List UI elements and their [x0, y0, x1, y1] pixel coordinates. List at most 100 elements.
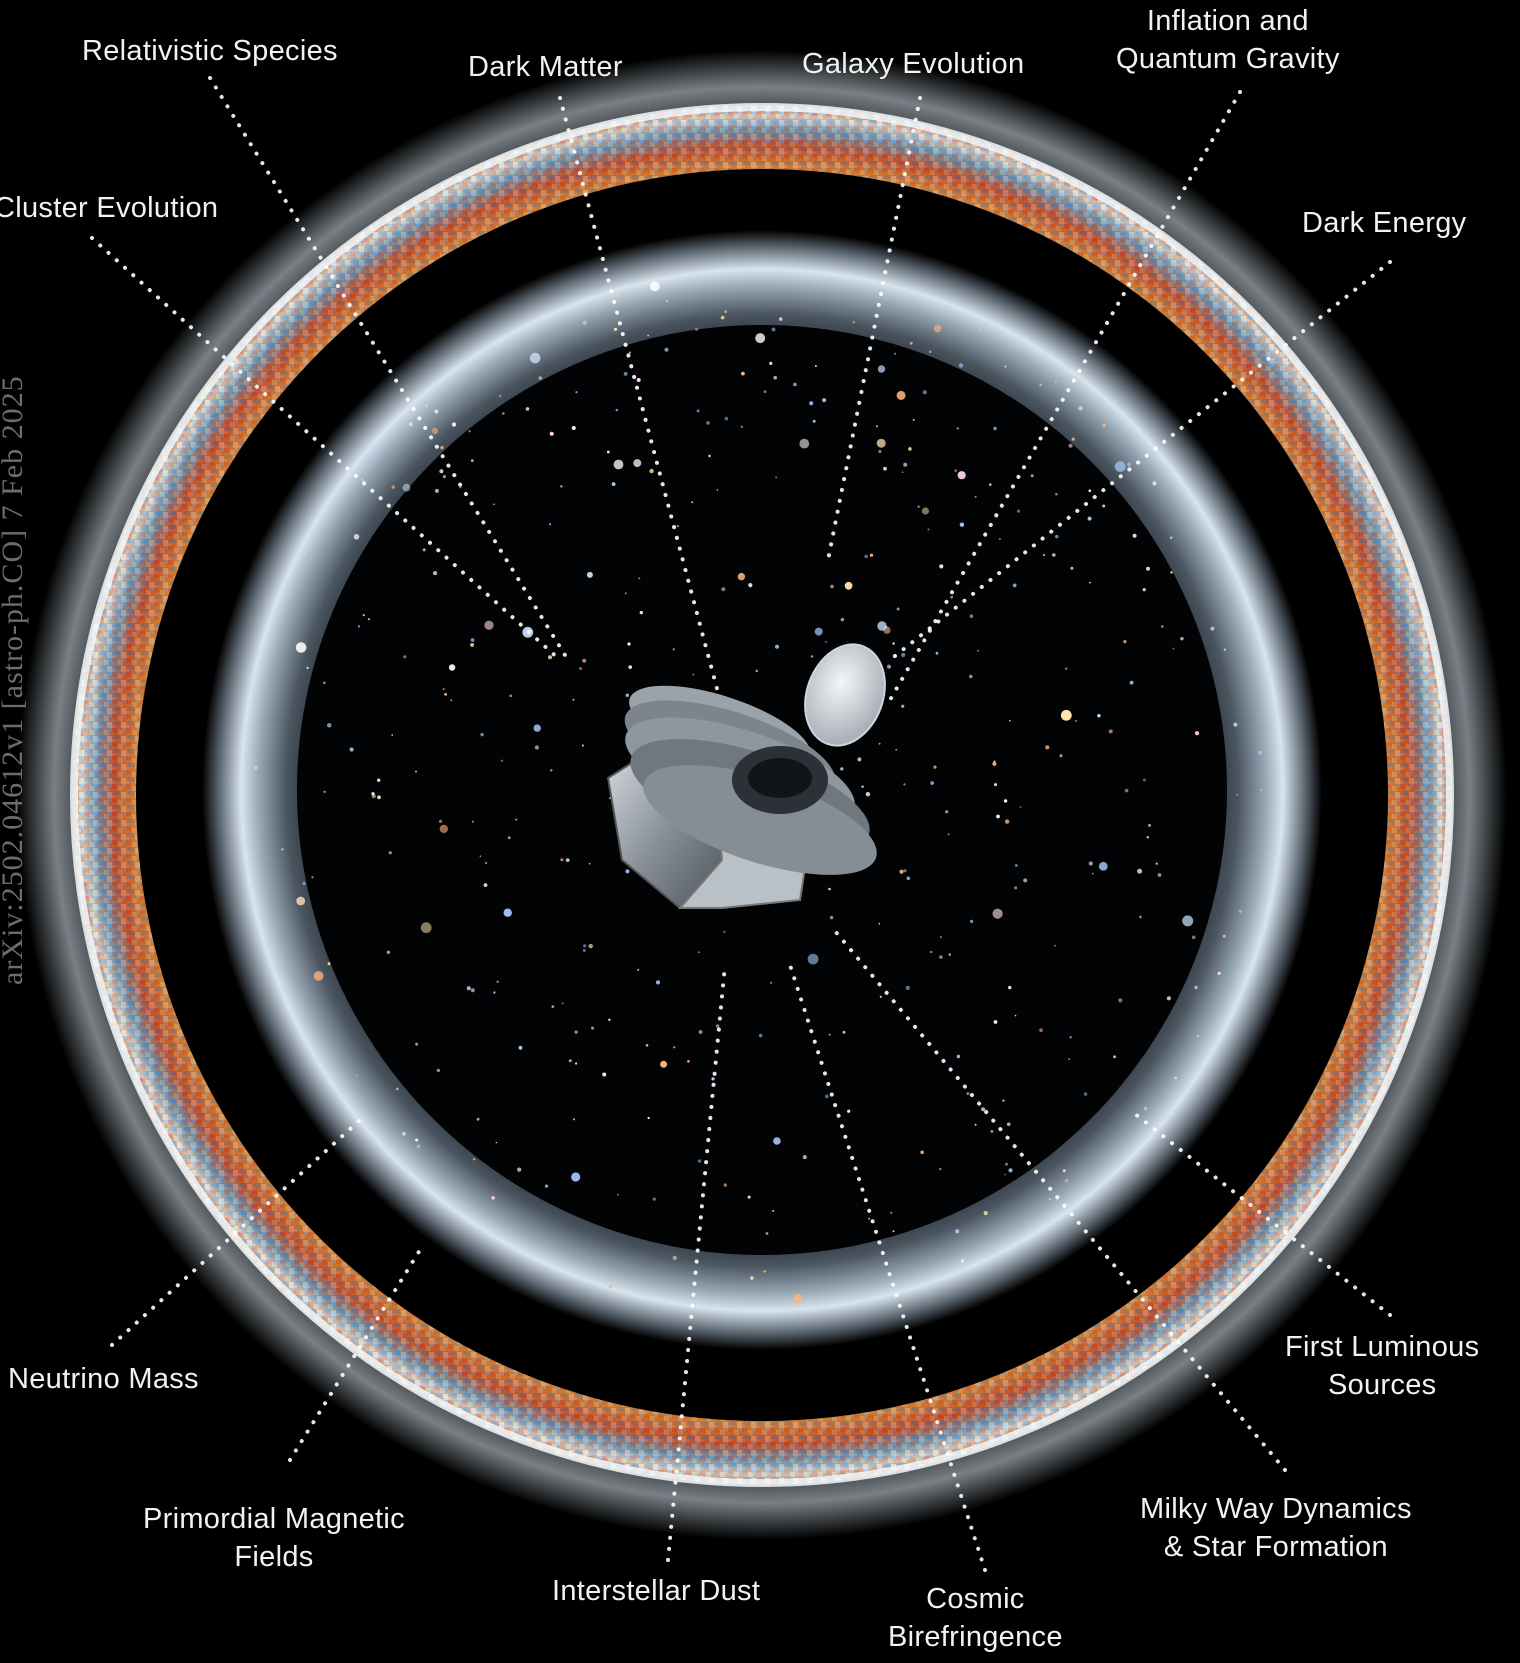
- star: [1005, 1162, 1008, 1166]
- star: [633, 459, 642, 468]
- star: [814, 365, 817, 367]
- star: [548, 655, 552, 660]
- star: [758, 1033, 763, 1038]
- star: [296, 896, 306, 906]
- label-cosmic-birefringence: Cosmic Birefringence: [888, 1580, 1063, 1656]
- star: [769, 361, 773, 365]
- star: [1019, 806, 1022, 808]
- star: [1054, 944, 1056, 947]
- star: [948, 953, 951, 956]
- star: [954, 469, 958, 472]
- star: [575, 391, 578, 394]
- star: [353, 534, 360, 540]
- star: [1087, 516, 1092, 521]
- star: [551, 1005, 555, 1008]
- star: [507, 836, 511, 840]
- star: [958, 363, 964, 368]
- star: [750, 1276, 754, 1280]
- star: [1174, 1076, 1178, 1080]
- star: [921, 507, 930, 515]
- star: [828, 887, 831, 891]
- star: [687, 1060, 690, 1063]
- star: [422, 548, 426, 552]
- star: [930, 950, 933, 954]
- star: [534, 745, 540, 750]
- star: [302, 882, 306, 885]
- star: [1194, 731, 1200, 736]
- star: [362, 614, 365, 617]
- leader-lines: [90, 76, 1392, 1572]
- star: [450, 699, 453, 702]
- label-interstellar-dust: Interstellar Dust: [552, 1572, 760, 1610]
- star: [905, 985, 910, 991]
- star: [442, 688, 445, 690]
- star: [1002, 1099, 1005, 1102]
- star: [628, 351, 632, 354]
- star: [402, 483, 411, 492]
- star: [484, 861, 488, 865]
- star: [575, 1062, 578, 1065]
- label-dark-matter: Dark Matter: [468, 48, 623, 86]
- star: [868, 1217, 871, 1220]
- star: [695, 327, 699, 331]
- star: [974, 1123, 977, 1126]
- star: [617, 1193, 619, 1196]
- star: [1088, 489, 1092, 493]
- star: [989, 483, 992, 486]
- star: [773, 375, 777, 380]
- star: [582, 320, 587, 325]
- star: [608, 1018, 611, 1021]
- leader-line: [558, 96, 722, 702]
- star: [1014, 1014, 1017, 1017]
- star: [1114, 461, 1126, 472]
- star: [1146, 836, 1150, 839]
- star: [861, 785, 864, 788]
- star: [763, 1270, 766, 1273]
- star: [639, 610, 643, 615]
- star: [1172, 647, 1175, 650]
- star: [444, 692, 447, 696]
- star: [896, 390, 906, 400]
- star: [869, 553, 874, 557]
- star: [439, 824, 448, 834]
- star: [1003, 799, 1008, 803]
- star: [1089, 581, 1091, 584]
- star: [491, 1196, 495, 1200]
- star: [996, 814, 1000, 819]
- star: [775, 476, 777, 479]
- star: [620, 292, 624, 297]
- label-line: Sources: [1327, 1369, 1437, 1401]
- star: [500, 759, 503, 762]
- star: [1118, 998, 1123, 1003]
- star: [637, 968, 640, 972]
- star: [525, 407, 530, 411]
- star: [933, 765, 937, 769]
- star: [1146, 566, 1150, 571]
- star: [1166, 996, 1171, 1001]
- star: [1191, 935, 1196, 940]
- star: [940, 936, 942, 938]
- star: [606, 450, 610, 454]
- star: [993, 1020, 998, 1024]
- star: [945, 810, 949, 814]
- star: [933, 324, 942, 333]
- star: [1014, 864, 1018, 867]
- star: [886, 664, 892, 669]
- label-neutrino-mass: Neutrino Mass: [8, 1360, 199, 1398]
- star: [696, 409, 700, 413]
- star: [939, 1167, 942, 1171]
- star: [549, 523, 551, 526]
- star: [503, 908, 512, 917]
- star: [311, 876, 314, 879]
- star: [470, 459, 474, 462]
- star: [720, 315, 725, 320]
- star: [496, 980, 499, 983]
- star: [947, 833, 950, 836]
- star: [698, 951, 700, 953]
- star: [1042, 553, 1046, 557]
- star: [579, 667, 582, 670]
- star: [538, 376, 543, 380]
- star: [825, 1094, 829, 1099]
- star: [476, 1117, 480, 1121]
- star: [549, 431, 554, 436]
